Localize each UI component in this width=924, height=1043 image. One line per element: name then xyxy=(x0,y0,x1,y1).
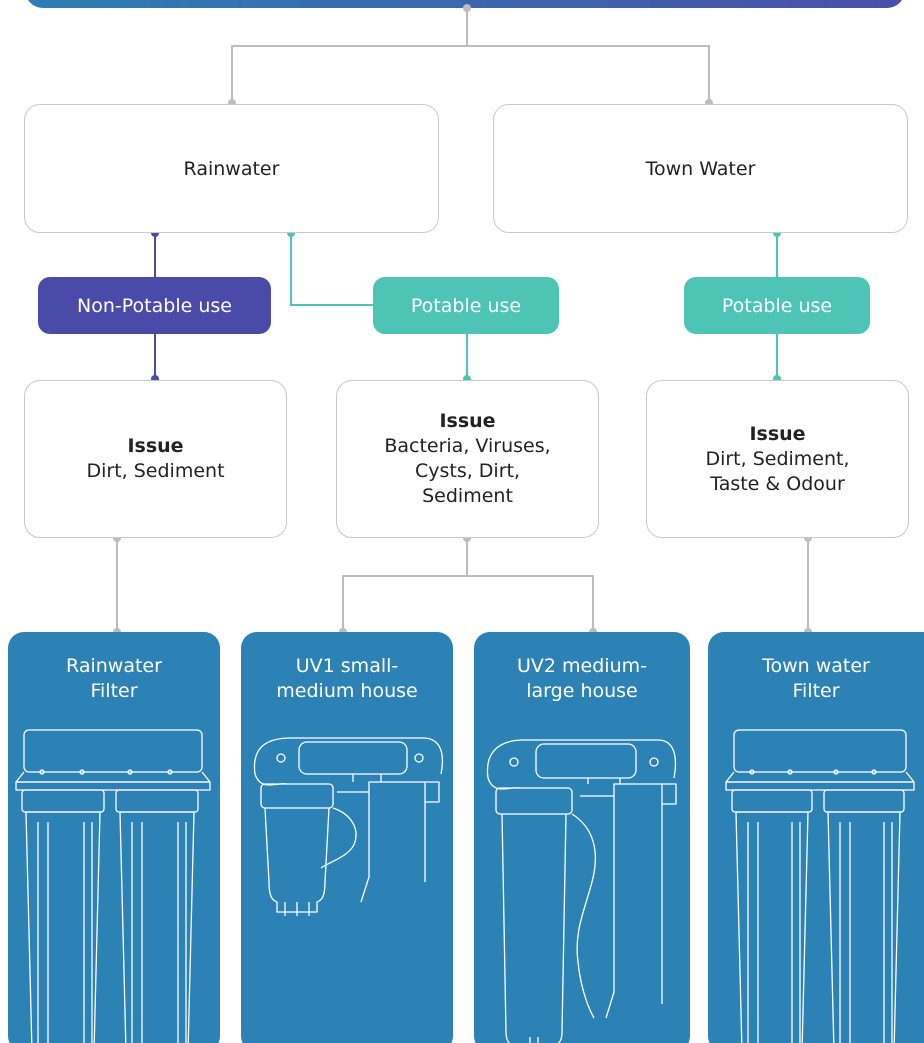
uv-filter-system-small-icon xyxy=(253,737,444,916)
issue-line: Sediment xyxy=(422,485,513,507)
product-label-line2: medium house xyxy=(276,680,418,702)
issue-town: Issue Dirt, Sediment, Taste & Odour xyxy=(646,380,909,538)
product-label-line2: Filter xyxy=(90,680,138,702)
product-label-line1: UV1 small- xyxy=(295,655,399,677)
product-label-line1: Town water xyxy=(762,655,870,677)
pill-potable-use-rain: Potable use xyxy=(373,277,559,334)
product-label: Town water Filter xyxy=(708,654,924,704)
issue-title: Issue xyxy=(127,435,184,457)
product-label-line1: UV2 medium- xyxy=(517,655,647,677)
product-label-line2: large house xyxy=(526,680,638,702)
source-rainwater-label: Rainwater xyxy=(183,157,280,180)
twin-cartridge-filter-icon xyxy=(15,729,211,1043)
product-label: Rainwater Filter xyxy=(8,654,220,704)
pill-potable-rain-label: Potable use xyxy=(410,294,522,317)
product-card-town-water-filter: Town water Filter xyxy=(708,632,924,1043)
issue-title: Issue xyxy=(439,410,496,432)
product-card-rainwater-filter: Rainwater Filter xyxy=(8,632,220,1043)
connector-rain-potable xyxy=(290,233,468,379)
issue-line: Dirt, Sediment, xyxy=(705,447,850,470)
product-label: UV1 small- medium house xyxy=(241,654,453,704)
connector-top-split xyxy=(231,8,710,103)
issue-line: Dirt, Sediment xyxy=(86,460,225,482)
issue-potable-rain: Issue Bacteria, Viruses, Cysts, Dirt, Se… xyxy=(336,380,599,538)
source-town-water-label: Town Water xyxy=(645,157,756,180)
product-card-uv1: UV1 small- medium house xyxy=(241,632,453,1043)
issue-non-potable: Issue Dirt, Sediment xyxy=(24,380,287,538)
issue-line: Cysts, Dirt, xyxy=(414,460,521,482)
product-label-line1: Rainwater xyxy=(66,655,162,677)
issue-line: Taste & Odour xyxy=(710,472,845,495)
source-town-water: Town Water xyxy=(493,104,908,233)
source-rainwater: Rainwater xyxy=(24,104,439,233)
uv-filter-system-large-icon xyxy=(486,739,677,1043)
issue-title: Issue xyxy=(749,422,806,445)
header-bar xyxy=(25,0,905,8)
pill-non-potable-label: Non-Potable use xyxy=(77,294,232,317)
pill-non-potable-use: Non-Potable use xyxy=(38,277,271,334)
connector-issue-uv xyxy=(342,538,594,632)
product-card-uv2: UV2 medium- large house xyxy=(474,632,690,1043)
pill-potable-use-town: Potable use xyxy=(684,277,870,334)
issue-line: Bacteria, Viruses, xyxy=(384,435,551,457)
twin-cartridge-filter-icon xyxy=(725,729,915,1043)
product-label-line2: Filter xyxy=(792,680,840,702)
product-label: UV2 medium- large house xyxy=(474,654,690,704)
connector-dot xyxy=(463,4,471,12)
pill-potable-town-label: Potable use xyxy=(721,294,833,317)
